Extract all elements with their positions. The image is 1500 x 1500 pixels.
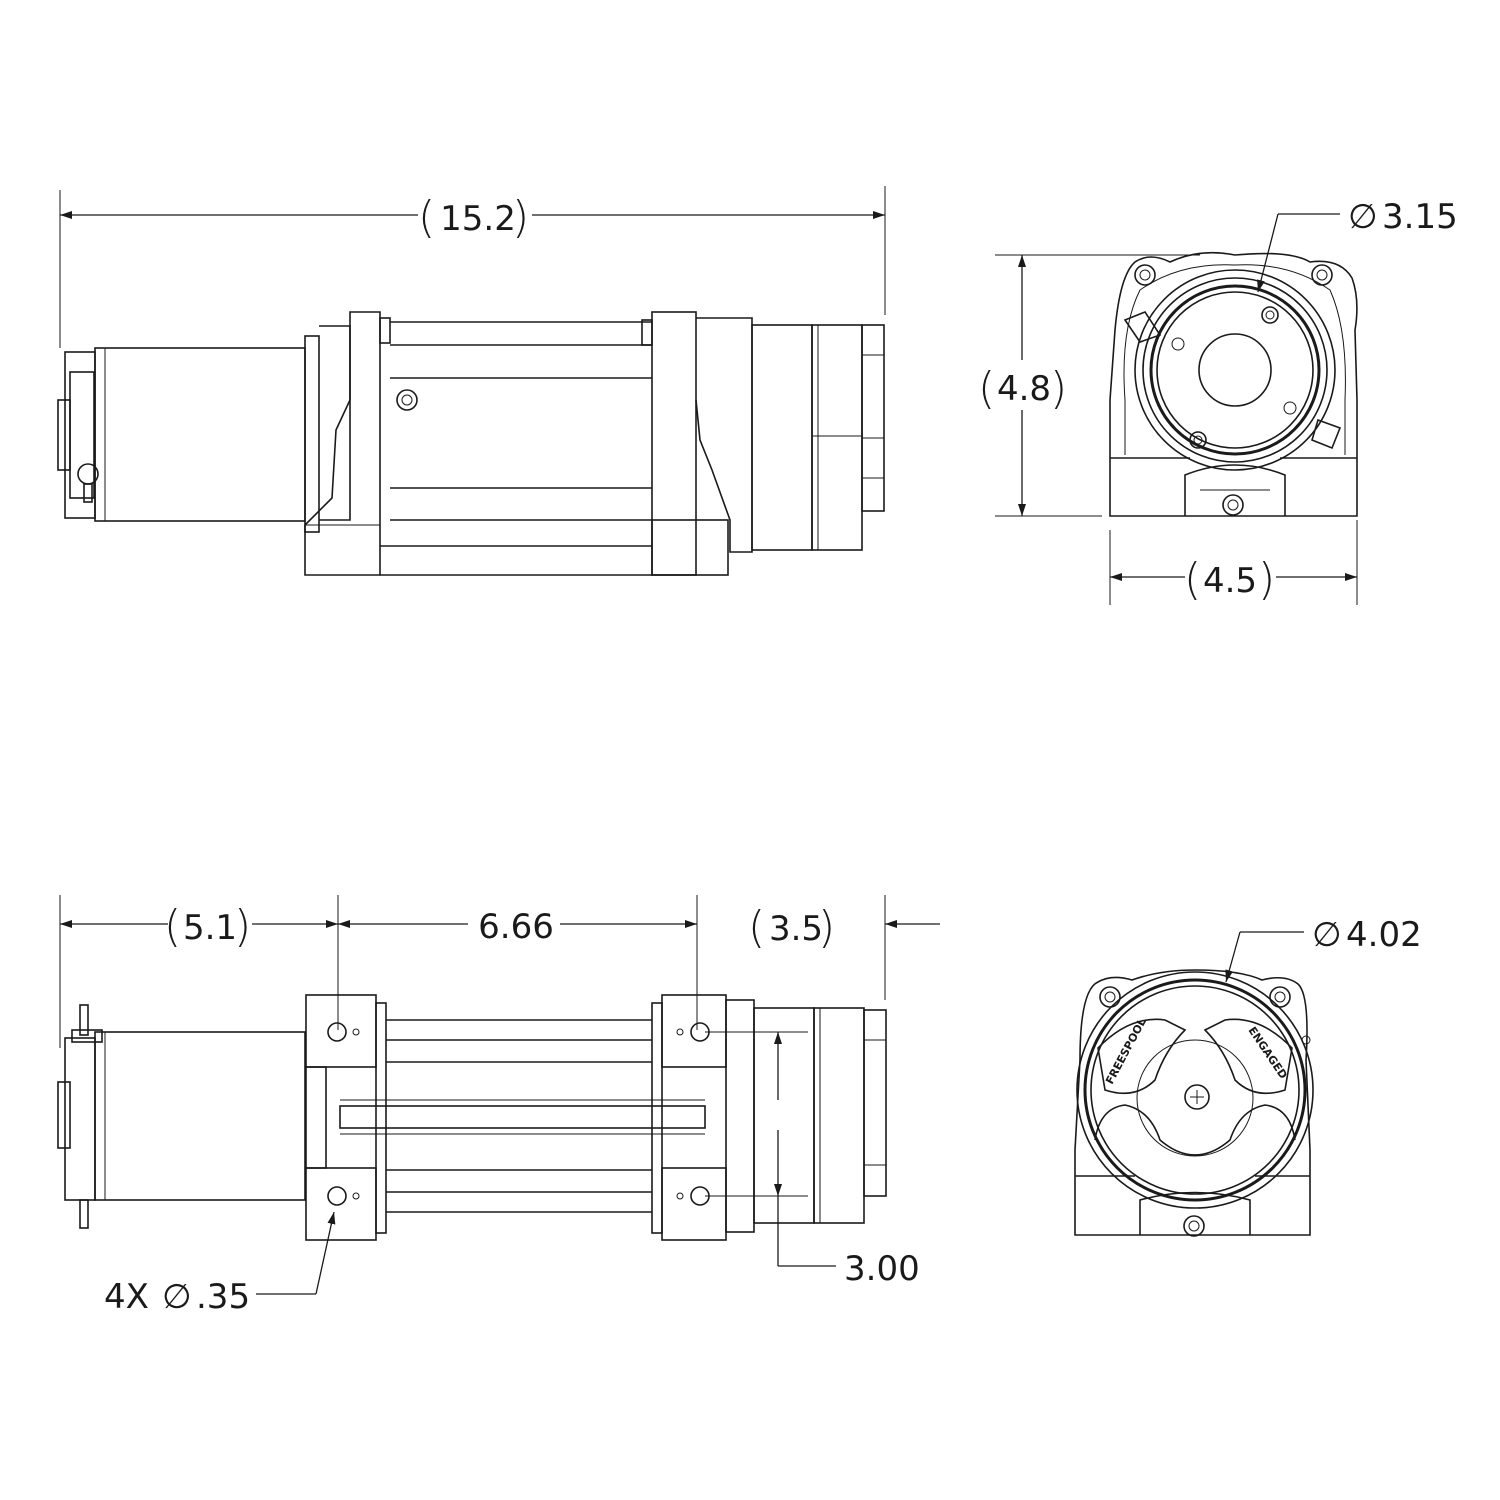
- svg-text:): ): [1050, 363, 1067, 414]
- width-value: 4.5: [1203, 561, 1257, 601]
- svg-text:(: (: [1184, 554, 1201, 605]
- side-view: ( ) 15.2: [57, 186, 886, 576]
- svg-text:(: (: [164, 901, 181, 952]
- gearbox-end-view: FREESPOOL ENGAGED ∅ 4.02: [1074, 915, 1422, 1237]
- svg-text:(: (: [748, 902, 765, 953]
- motor-length-dimension: ( ) 5.1: [59, 895, 339, 1048]
- mount-spacing-length-dimension: 6.66: [338, 895, 698, 1030]
- overall-length-dimension: ( ) 15.2: [59, 186, 886, 348]
- gearbox-length-dimension: ( ) 3.5: [748, 895, 940, 1000]
- svg-text:): ): [512, 192, 529, 243]
- height-value: 4.8: [997, 369, 1051, 409]
- plan-view: ( ) 5.1 6.66 ( ) 3.5: [57, 895, 940, 1317]
- svg-text:(: (: [418, 192, 435, 243]
- hole-diameter-value: .35: [196, 1277, 250, 1317]
- hole-callout: 4X ∅ .35: [104, 1211, 336, 1317]
- drum-end-view: ( ) 4.8 ( ) 4.5: [978, 197, 1458, 605]
- gearbox-length-value: 3.5: [769, 909, 823, 949]
- svg-text:): ): [234, 901, 251, 952]
- mount-spacing-width-dimension: 3.00: [705, 1031, 920, 1289]
- hole-count: 4X: [104, 1277, 149, 1317]
- engaged-label: ENGAGED: [1246, 1024, 1290, 1081]
- gearbox-diameter-callout: ∅ 4.02: [1225, 915, 1422, 983]
- mount-spacing-width-value: 3.00: [844, 1249, 920, 1289]
- overall-length-value: 15.2: [440, 199, 516, 239]
- drum-diameter-callout: ∅ 3.15: [1257, 197, 1458, 293]
- svg-text:): ): [1258, 554, 1275, 605]
- drum-diameter-value: 3.15: [1382, 197, 1458, 237]
- height-dimension: ( ) 4.8: [978, 254, 1200, 517]
- width-dimension: ( ) 4.5: [1109, 520, 1358, 605]
- gearbox-diameter-symbol: ∅: [1312, 915, 1342, 955]
- svg-text:(: (: [978, 363, 995, 414]
- mount-spacing-length-value: 6.66: [478, 907, 554, 947]
- svg-text:): ): [818, 902, 835, 953]
- drum-diameter-symbol: ∅: [1348, 197, 1378, 237]
- motor-length-value: 5.1: [183, 908, 237, 948]
- hole-diameter-symbol: ∅: [162, 1277, 192, 1317]
- gearbox-diameter-value: 4.02: [1346, 915, 1422, 955]
